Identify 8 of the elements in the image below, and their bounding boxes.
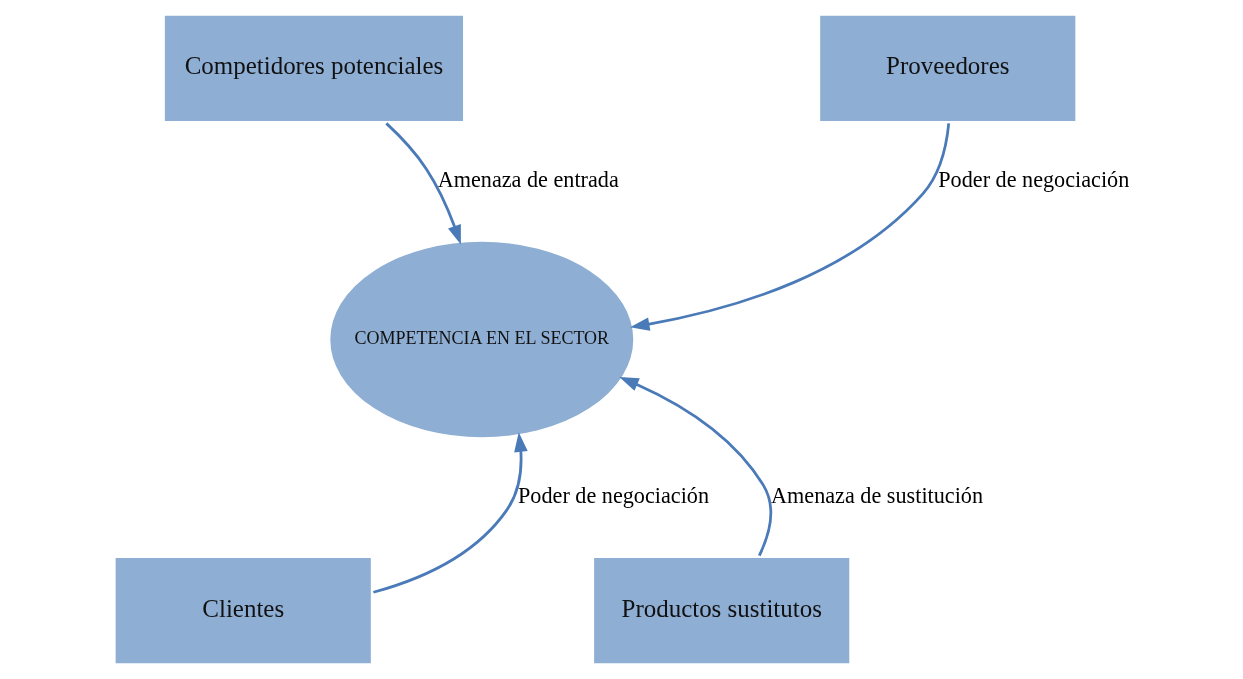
arrow <box>373 432 528 594</box>
edge-label: Amenaza de entrada <box>437 166 619 192</box>
edge-label: Amenaza de sustitución <box>771 482 984 508</box>
edge-label: Poder de negociación <box>938 166 1130 192</box>
arrow <box>619 376 773 557</box>
arrow <box>385 122 461 245</box>
arrow <box>630 123 951 331</box>
edge-label: Poder de negociación <box>518 482 710 508</box>
